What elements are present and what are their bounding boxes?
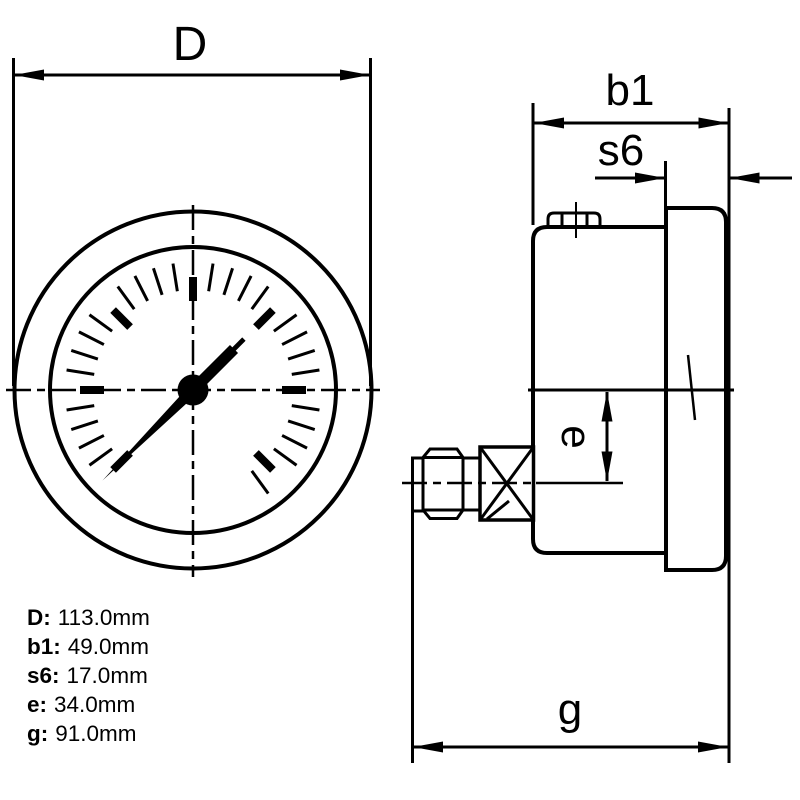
needle-hub xyxy=(177,374,209,406)
dial-minor-tick xyxy=(66,404,95,412)
spec-value: 49.0mm xyxy=(67,634,150,659)
dim-D-label: D xyxy=(173,18,208,71)
dial-minor-tick xyxy=(291,368,320,376)
dial-minor-tick xyxy=(78,434,105,450)
dial-minor-tick xyxy=(171,263,179,292)
dial-minor-tick xyxy=(250,285,270,310)
spec-value: 113.0mm xyxy=(57,605,150,630)
spec-label: e: xyxy=(27,692,48,717)
dial-minor-tick xyxy=(88,447,113,467)
dial-minor-tick xyxy=(78,330,105,346)
dim-b1-arrow-right xyxy=(698,117,729,129)
thread-end-cap xyxy=(411,456,425,513)
dim-s6-label: s6 xyxy=(598,126,644,175)
spec-label: g: xyxy=(27,721,49,746)
needle-tail-stub xyxy=(230,337,246,353)
dial-major-tick xyxy=(253,450,276,473)
snubber-slot-line xyxy=(486,499,510,521)
dim-e-arrow-bottom xyxy=(601,451,613,482)
dial-minor-tick xyxy=(291,404,320,412)
dial-minor-tick xyxy=(152,267,164,296)
top-fitting-outline xyxy=(546,211,602,227)
spec-label: D: xyxy=(27,605,51,630)
spec-row-g: g:91.0mm xyxy=(27,719,150,748)
glass-mark xyxy=(686,354,697,421)
pressure-connection xyxy=(402,445,623,522)
dial-minor-tick xyxy=(281,330,308,346)
dial-minor-tick xyxy=(66,368,95,376)
spec-label: b1: xyxy=(27,634,61,659)
dim-e-label: e xyxy=(553,425,600,448)
dim-b1-label: b1 xyxy=(606,66,655,115)
dial-minor-tick xyxy=(70,349,99,361)
dim-g-arrow-right xyxy=(698,741,728,753)
dial-minor-tick xyxy=(88,313,113,333)
dim-s6-arrow-left xyxy=(635,172,665,184)
dim-g-label: g xyxy=(558,685,582,734)
dim-s6-arrow-right xyxy=(729,172,760,184)
gauge-side-view: b1 s6 e g xyxy=(402,66,792,763)
dim-D-arrow-left xyxy=(14,69,44,81)
spec-label: s6: xyxy=(27,663,60,688)
dial-major-tick xyxy=(110,307,133,330)
spec-value: 17.0mm xyxy=(66,663,148,688)
dial-minor-tick xyxy=(287,419,316,431)
dial-minor-tick xyxy=(207,263,215,292)
dial-minor-tick xyxy=(222,267,234,296)
spec-list: D:113.0mm b1:49.0mm s6:17.0mm e:34.0mm g… xyxy=(27,603,150,748)
dial-minor-tick xyxy=(281,434,308,450)
dial-minor-tick xyxy=(250,470,270,495)
dial-minor-tick xyxy=(116,285,136,310)
dial-minor-tick xyxy=(273,447,298,467)
dial-minor-tick xyxy=(133,275,149,302)
spec-row-D: D:113.0mm xyxy=(27,603,150,632)
spec-value: 34.0mm xyxy=(54,692,136,717)
dial-minor-tick xyxy=(273,313,298,333)
gauge-front-view: D xyxy=(6,18,380,577)
spec-row-b1: b1:49.0mm xyxy=(27,632,150,661)
dim-e-arrow-top xyxy=(601,391,613,422)
needle xyxy=(102,337,246,481)
dial-major-tick xyxy=(253,307,276,330)
dim-g-arrow-left xyxy=(413,741,443,753)
dim-D-arrow-right xyxy=(340,69,370,81)
dial-minor-tick xyxy=(287,349,316,361)
dial-minor-tick xyxy=(70,419,99,431)
dial-minor-tick xyxy=(237,275,253,302)
dim-b1-arrow-left xyxy=(534,117,564,129)
spec-value: 91.0mm xyxy=(55,721,137,746)
spec-row-s6: s6:17.0mm xyxy=(27,661,150,690)
needle-pointer xyxy=(102,383,200,481)
spec-row-e: e:34.0mm xyxy=(27,690,150,719)
